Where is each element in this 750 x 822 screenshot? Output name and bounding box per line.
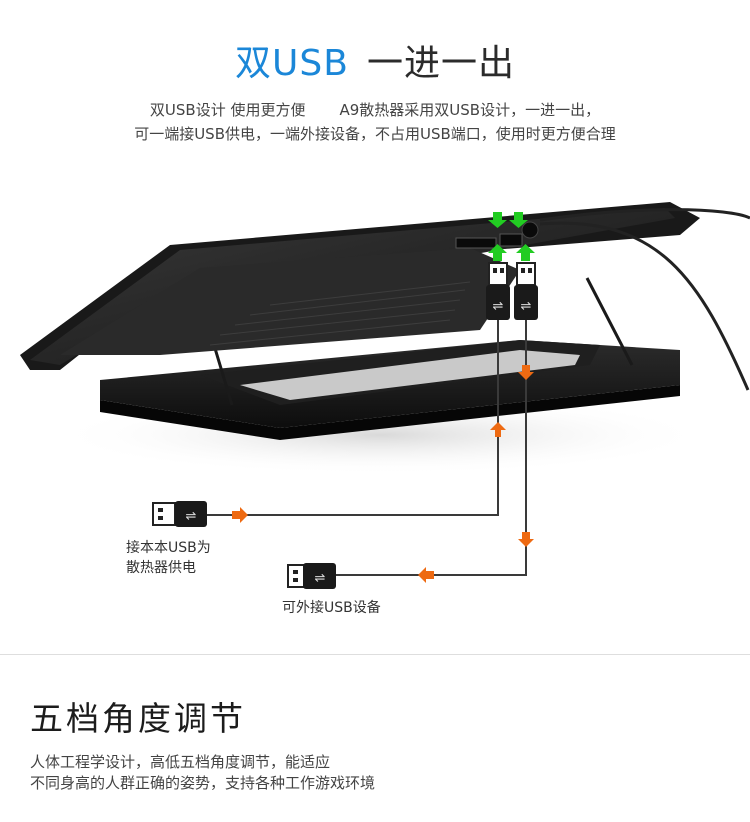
- usb-plug-external: ⇌: [287, 563, 336, 589]
- usb-port-out: [499, 233, 523, 247]
- svg-text:⇌: ⇌: [186, 509, 197, 524]
- label-power-line2: 散热器供电: [126, 560, 196, 576]
- cable-external: [336, 320, 527, 576]
- usb-plug-power: ⇌: [152, 501, 207, 527]
- green-arrows: [488, 212, 535, 261]
- cooler-illustration: ⇌ ⇌: [20, 202, 750, 589]
- usb-plug-out: ⇌: [514, 262, 538, 320]
- section2-title: 五档角度调节: [30, 699, 246, 738]
- power-cable: [539, 208, 750, 222]
- cooler-panel: [20, 202, 700, 370]
- cable-power: [205, 320, 499, 516]
- header-desc-line1-a: 双USB设计 使用更方便: [149, 101, 306, 119]
- svg-text:⇌: ⇌: [521, 299, 532, 314]
- fan-grille: [209, 281, 471, 346]
- label-power-line1: 接本本USB为: [126, 540, 211, 556]
- header-title: 双USB 一进一出: [0, 40, 750, 88]
- power-knob: [521, 221, 539, 239]
- cooler-base: [100, 340, 680, 440]
- usb-port-in: [455, 237, 497, 249]
- header-desc-line2: 可一端接USB供电，一端外接设备，不占用USB端口，使用时更方便合理: [134, 125, 616, 143]
- section2-desc-line1: 人体工程学设计，高低五档角度调节，能适应: [30, 753, 331, 771]
- label-external: 可外接USB设备: [282, 600, 381, 616]
- header-title-accent: 双USB: [235, 43, 349, 84]
- usb-plug-in: ⇌: [486, 262, 510, 320]
- section2-desc-line2: 不同身高的人群正确的姿势，支持各种工作游戏环境: [30, 774, 376, 792]
- usb-diagram: ⇌ ⇌: [0, 160, 750, 650]
- header-desc-line1-b: A9散热器采用双USB设计，一进一出，: [339, 101, 601, 119]
- header-title-rest: 一进一出: [366, 43, 515, 84]
- header-desc-line1: 双USB设计 使用更方便 A9散热器采用双USB设计，一进一出，: [0, 100, 750, 120]
- svg-text:⇌: ⇌: [493, 299, 504, 314]
- svg-text:⇌: ⇌: [315, 571, 326, 586]
- section-divider: [0, 654, 750, 655]
- label-power: 接本本USB为 散热器供电: [126, 538, 236, 578]
- orange-arrows: [232, 365, 534, 583]
